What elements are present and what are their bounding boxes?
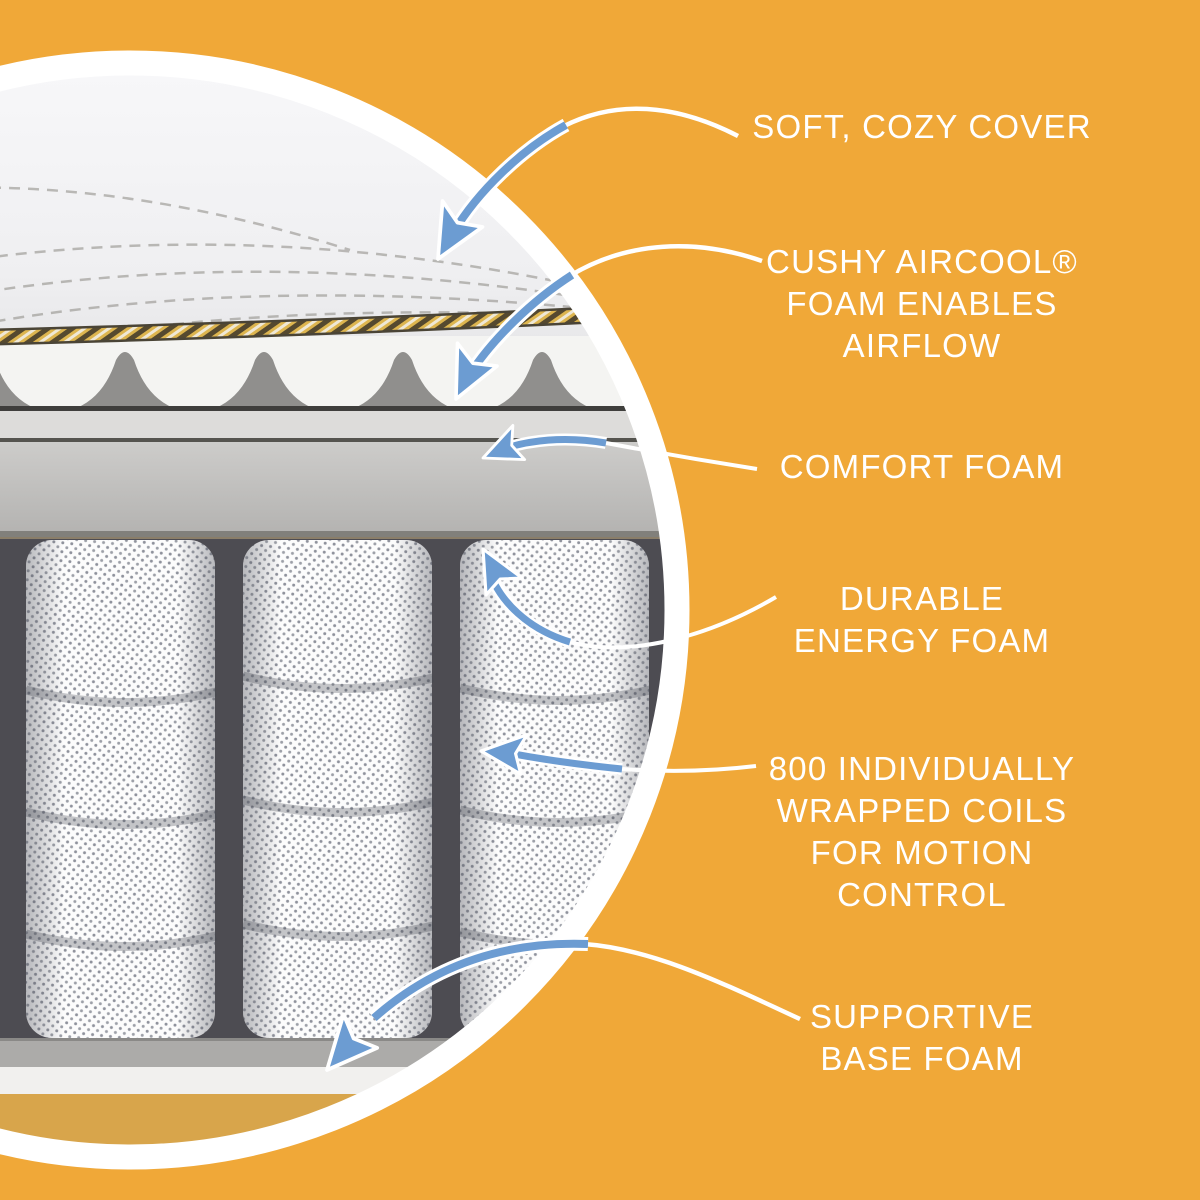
arrow-supportive-base-foam: [306, 936, 801, 1087]
label-line: SUPPORTIVE: [809, 998, 1035, 1035]
label-line: COMFORT FOAM: [779, 448, 1065, 485]
energy-foam-layer: [0, 442, 666, 539]
label-soft-cozy-cover: SOFT, COZY COVER: [712, 106, 1132, 148]
label-line: DURABLE: [839, 580, 1005, 617]
arrow-soft-cozy-cover: [414, 106, 740, 273]
label-wrapped-coils: 800 INDIVIDUALLY WRAPPED COILS FOR MOTIO…: [712, 748, 1132, 916]
label-line: 800 INDIVIDUALLY: [768, 750, 1076, 787]
label-line: FOAM ENABLES: [786, 285, 1058, 322]
circle-ring: [0, 50, 690, 1170]
arrow-cushy-aircool-foam: [432, 244, 763, 411]
label-durable-energy-foam: DURABLE ENERGY FOAM: [712, 578, 1132, 662]
arrow-comfort-foam: [474, 424, 758, 476]
layer-divider: [0, 438, 666, 442]
layer-divider: [0, 406, 666, 411]
label-line: BASE FOAM: [820, 1040, 1024, 1077]
label-line: AIRFLOW: [842, 327, 1002, 364]
comfort-foam-layer: [0, 411, 666, 438]
label-line: ENERGY FOAM: [793, 622, 1051, 659]
arrow-wrapped-coils: [477, 728, 757, 776]
label-supportive-base-foam: SUPPORTIVE BASE FOAM: [712, 996, 1132, 1080]
aircool-foam-layer: [0, 336, 666, 412]
callout-arrows: [306, 106, 801, 1087]
label-line: WRAPPED COILS: [776, 792, 1068, 829]
label-line: CUSHY AIRCOOL®: [766, 243, 1078, 280]
label-line: FOR MOTION: [810, 834, 1034, 871]
label-comfort-foam: COMFORT FOAM: [712, 446, 1132, 488]
label-cushy-aircool-foam: CUSHY AIRCOOL® FOAM ENABLES AIRFLOW: [712, 241, 1132, 367]
label-line: CONTROL: [837, 876, 1007, 913]
arrow-durable-energy-foam: [464, 537, 778, 650]
label-line: SOFT, COZY COVER: [752, 108, 1092, 145]
